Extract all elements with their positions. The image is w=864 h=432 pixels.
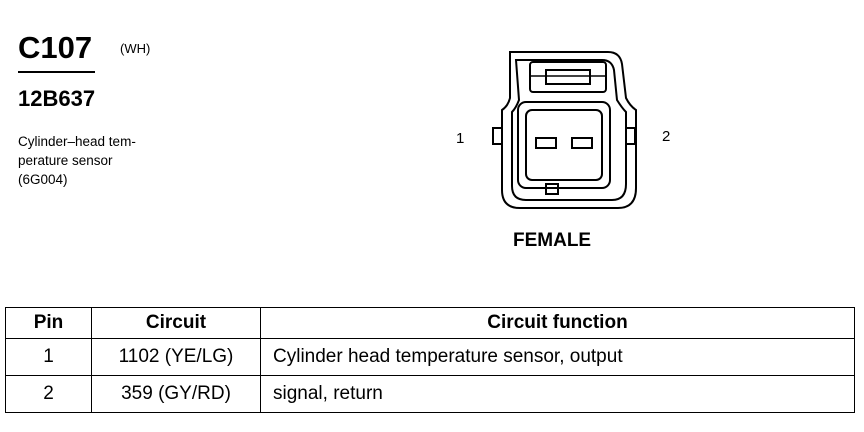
connector-description: Cylinder–head tem- perature sensor (6G00…: [18, 132, 136, 189]
terminal-pin-1: [535, 137, 557, 149]
terminal-cavity-inner: [525, 109, 603, 181]
header-circuit-function: Circuit function: [260, 307, 855, 339]
part-number: 12B637: [18, 86, 96, 111]
table-row: 1 1102 (YE/LG) Cylinder head temperature…: [5, 338, 855, 376]
left-key: [492, 127, 503, 145]
locking-latch: [529, 61, 607, 93]
cell-function: signal, return: [260, 375, 855, 413]
header-pin: Pin: [5, 307, 92, 339]
table-header-row: Pin Circuit Circuit function: [5, 307, 855, 339]
right-key: [625, 127, 636, 145]
title-underline: [18, 71, 95, 73]
connector-id: C107: [18, 30, 93, 65]
latch-window: [545, 69, 591, 85]
terminal-pin-2: [571, 137, 593, 149]
description-line: (6G004): [18, 172, 68, 187]
connector-inner-housing: [511, 59, 627, 201]
terminal-cavity-outer: [517, 101, 611, 189]
bottom-polarizing-tab: [545, 183, 559, 195]
connector-face-diagram: 1 2: [456, 51, 670, 209]
description-line: Cylinder–head tem-: [18, 134, 136, 149]
cell-circuit: 359 (GY/RD): [91, 375, 261, 413]
pinout-table: Pin Circuit Circuit function 1 1102 (YE/…: [5, 307, 855, 413]
connector-outer-housing: [501, 51, 637, 209]
pin-label-2: 2: [662, 128, 670, 145]
description-line: perature sensor: [18, 153, 113, 168]
header-circuit: Circuit: [91, 307, 261, 339]
pin-label-1: 1: [456, 130, 464, 147]
cell-function: Cylinder head temperature sensor, output: [260, 338, 855, 376]
cell-pin: 2: [5, 375, 92, 413]
connector-color-code: (WH): [120, 41, 151, 56]
cell-pin: 1: [5, 338, 92, 376]
cell-circuit: 1102 (YE/LG): [91, 338, 261, 376]
table-row: 2 359 (GY/RD) signal, return: [5, 375, 855, 413]
connector-gender-label: FEMALE: [513, 230, 592, 251]
